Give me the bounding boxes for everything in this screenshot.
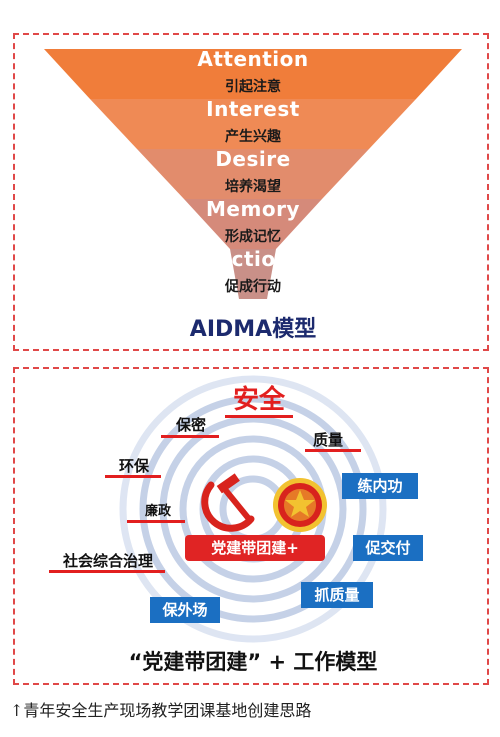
underline-zhiliang	[305, 449, 361, 452]
underline-huanbao	[105, 475, 161, 478]
safety-label: 安全	[233, 385, 286, 415]
stage-desire-zh: 培养渴望	[225, 179, 281, 195]
concentric-rings	[119, 375, 387, 643]
stage-action-zh: 促成行动	[225, 279, 281, 295]
party-model-title: “党建带团建” + 工作模型	[128, 650, 378, 674]
stage-attention-zh: 引起注意	[225, 79, 281, 95]
aidma-panel: Attention 引起注意 Interest 产生兴趣 Desire 培养渴望…	[13, 33, 489, 351]
safety-underline	[225, 415, 293, 418]
stage-interest-zh: 产生兴趣	[225, 129, 281, 145]
stage-action-en: Action	[215, 247, 291, 271]
underline-lianzheng	[127, 520, 185, 523]
box-bao-waichang: 保外场	[150, 597, 220, 623]
stage-attention-en: Attention	[197, 47, 309, 71]
label-huanbao: 环保	[119, 457, 150, 475]
box-lian-neigong: 练内功	[342, 473, 418, 499]
label-zhiliang: 质量	[313, 431, 344, 449]
ring-4	[159, 415, 347, 603]
box-cu-jiaofu: 促交付	[353, 535, 423, 561]
stage-desire-en: Desire	[215, 147, 291, 171]
label-shehui-zonghe-zhili: 社会综合治理	[63, 552, 154, 570]
core-banner: 党建带团建+	[185, 535, 325, 561]
label-lianzheng: 廉政	[145, 504, 172, 519]
funnel-band-desire	[137, 149, 369, 199]
aidma-title: AIDMA模型	[189, 317, 317, 342]
stage-memory-en: Memory	[206, 197, 300, 221]
underline-baomi	[161, 435, 219, 438]
party-emblem-icon	[201, 473, 255, 532]
youth-league-badge-icon	[273, 478, 327, 532]
figure-caption: ↑青年安全生产现场教学团课基地创建思路	[10, 701, 312, 720]
party-model-panel: 安全 保密 环保 廉政 社会综合治理 质量 练内功 促交付 抓质量 保外场 党建…	[13, 367, 489, 685]
funnel-band-attention	[44, 49, 462, 99]
stage-interest-en: Interest	[206, 97, 300, 121]
box-zhua-zhiliang: 抓质量	[301, 582, 373, 608]
label-baomi: 保密	[176, 416, 207, 434]
underline-shehui	[49, 570, 165, 573]
stage-memory-zh: 形成记忆	[225, 229, 281, 245]
funnel-band-memory	[184, 199, 322, 249]
funnel-band-action	[230, 249, 276, 299]
aidma-funnel	[44, 49, 462, 299]
ring-5	[139, 395, 367, 623]
funnel-band-interest	[90, 99, 416, 149]
ring-6	[119, 375, 387, 643]
